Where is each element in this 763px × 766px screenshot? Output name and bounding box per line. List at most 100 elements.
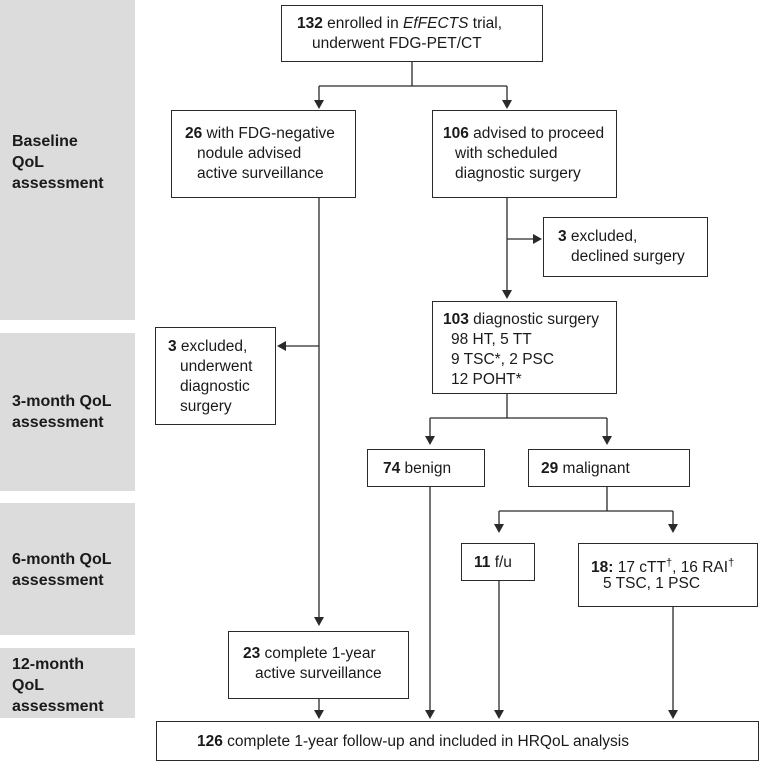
text: excluded, — [566, 228, 638, 245]
stage-label-line: assessment — [12, 414, 104, 431]
text: trial, — [468, 15, 503, 32]
count: 3 — [168, 338, 177, 355]
dagger-mark: † — [728, 557, 735, 569]
text: 17 cTT — [613, 559, 666, 577]
arrow-head — [502, 290, 512, 299]
box-line: 5 TSC, 1 PSC — [603, 575, 701, 592]
arrow-head — [668, 710, 678, 719]
box-excluded-underwent: 3 excluded, underwent diagnostic surgery — [155, 327, 276, 425]
count: 26 — [185, 125, 203, 142]
box-line: surgery — [180, 398, 232, 415]
stage-label-line: 12-month — [12, 656, 84, 673]
box-line: diagnostic — [180, 378, 250, 395]
stage-label-line: 3-month QoL — [12, 393, 112, 410]
box-enrolled: 132 enrolled in EfFECTS trial, underwent… — [281, 5, 543, 62]
text: complete 1-year follow-up and included i… — [222, 733, 629, 750]
stage-label-baseline: Baseline QoL assessment — [12, 131, 104, 194]
box-line: nodule advised — [197, 145, 302, 162]
stage-band-baseline — [0, 0, 135, 320]
box-surveillance-complete: 23 complete 1-year active surveillance — [228, 631, 409, 699]
count: 3 — [558, 228, 567, 245]
arrow-head — [425, 710, 435, 719]
box-line: with scheduled — [455, 145, 558, 162]
box-enrolled-line2: underwent FDG-PET/CT — [312, 35, 482, 52]
text: excluded, — [176, 338, 248, 355]
stage-band-3month — [0, 333, 135, 491]
box-advised-surgery: 106 advised to proceed with scheduled di… — [432, 110, 617, 198]
box-line: 126 complete 1-year follow-up and includ… — [197, 732, 629, 752]
box-line: declined surgery — [571, 248, 685, 265]
arrow-head — [425, 436, 435, 445]
box-line: active surveillance — [197, 165, 324, 182]
stage-band-6month — [0, 503, 135, 635]
count: 18: — [591, 559, 614, 577]
box-line: 23 complete 1-year — [243, 644, 376, 664]
box-enrolled-line1: 132 enrolled in EfFECTS trial, — [297, 14, 502, 34]
count: 126 — [197, 733, 223, 750]
stage-label-12month: 12-month QoL assessment — [12, 654, 104, 717]
text: malignant — [558, 460, 630, 477]
box-followup: 11 f/u — [461, 543, 535, 581]
stage-label-line: QoL — [12, 154, 44, 171]
text: diagnostic surgery — [468, 311, 599, 328]
arrow-head — [533, 234, 542, 244]
text: benign — [400, 460, 452, 477]
stage-label-line: assessment — [12, 698, 104, 715]
count: 23 — [243, 645, 261, 662]
box-line: underwent — [180, 358, 253, 375]
arrow-head — [602, 436, 612, 445]
text: f/u — [490, 554, 512, 571]
box-line: active surveillance — [255, 665, 382, 682]
box-excluded-declined: 3 excluded, declined surgery — [543, 217, 708, 277]
box-line: 106 advised to proceed — [443, 124, 604, 144]
connector-lines — [286, 62, 674, 710]
count: 106 — [443, 125, 469, 142]
box-line: 98 HT, 5 TT — [451, 331, 532, 348]
box-benign: 74 benign — [367, 449, 485, 487]
count: 29 — [541, 460, 559, 477]
box-malignant: 29 malignant — [528, 449, 690, 487]
box-line: diagnostic surgery — [455, 165, 581, 182]
box-line: 26 with FDG-negative — [185, 124, 335, 144]
arrow-head — [314, 617, 324, 626]
count: 132 — [297, 15, 323, 32]
count: 74 — [383, 460, 401, 477]
stage-label-line: assessment — [12, 175, 104, 192]
box-line: 3 excluded, — [558, 227, 637, 247]
box-fdg-negative: 26 with FDG-negative nodule advised acti… — [171, 110, 356, 198]
stage-label-line: 6-month QoL — [12, 551, 112, 568]
box-line: 12 POHT* — [451, 371, 522, 388]
box-treatment: 18: 17 cTT†, 16 RAI† 5 TSC, 1 PSC — [578, 543, 758, 607]
box-line: 11 f/u — [474, 553, 512, 573]
arrow-head — [314, 100, 324, 109]
box-line: 18: 17 cTT†, 16 RAI† — [591, 553, 734, 578]
box-line: 103 diagnostic surgery — [443, 310, 599, 330]
stage-label-6month: 6-month QoL assessment — [12, 549, 112, 591]
arrow-head — [502, 100, 512, 109]
text: complete 1-year — [260, 645, 376, 662]
stage-band-12month — [0, 648, 135, 718]
box-line: 29 malignant — [541, 459, 630, 479]
box-line: 74 benign — [383, 459, 451, 479]
box-diagnostic-surgery: 103 diagnostic surgery 98 HT, 5 TT 9 TSC… — [432, 301, 617, 394]
arrow-head — [494, 524, 504, 533]
count: 103 — [443, 311, 469, 328]
arrow-heads — [277, 100, 678, 719]
stage-label-3month: 3-month QoL assessment — [12, 391, 112, 433]
stage-label-line: QoL — [12, 677, 44, 694]
count: 11 — [474, 554, 491, 571]
text: with FDG-negative — [202, 125, 335, 142]
text: advised to proceed — [468, 125, 605, 142]
arrow-head — [494, 710, 504, 719]
text: enrolled in — [322, 15, 404, 32]
text: , 16 RAI — [672, 559, 729, 577]
arrow-head — [668, 524, 678, 533]
arrow-head — [314, 710, 324, 719]
trial-name: EfFECTS — [403, 15, 469, 32]
dagger-mark: † — [665, 557, 673, 569]
box-line: 9 TSC*, 2 PSC — [451, 351, 555, 368]
box-line: 3 excluded, — [168, 337, 247, 357]
box-final: 126 complete 1-year follow-up and includ… — [156, 721, 759, 761]
arrow-head — [277, 341, 286, 351]
